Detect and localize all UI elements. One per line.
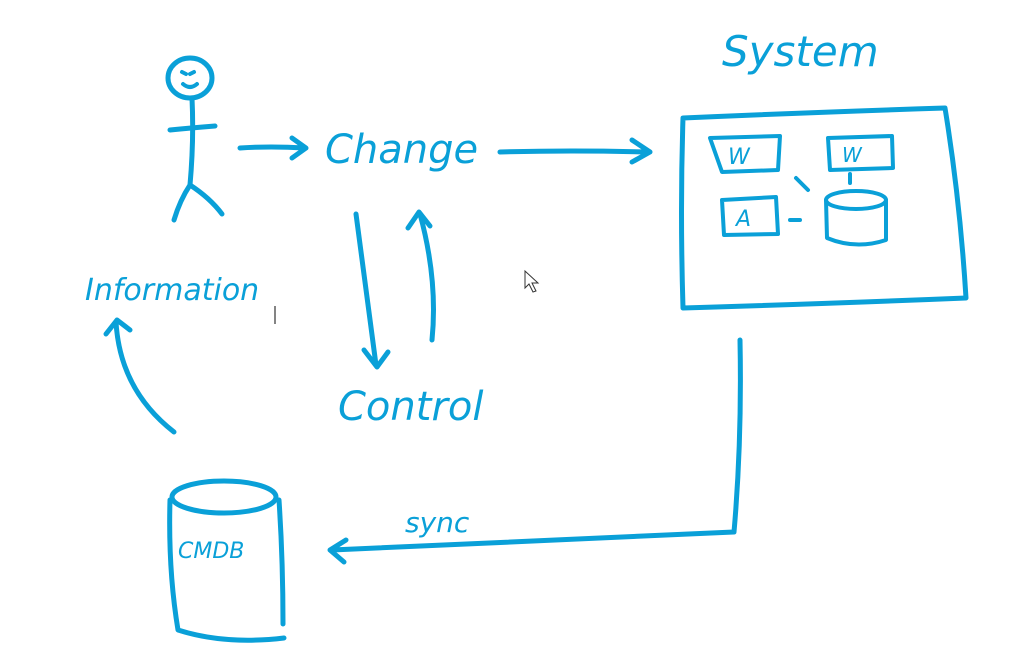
- database-icon: [824, 189, 888, 247]
- arrow-user-to-change: [237, 135, 309, 161]
- cmdb-database: CMDB: [167, 478, 287, 643]
- system-box: W W A: [679, 105, 969, 311]
- w-box-2: [826, 134, 895, 172]
- a-box-label: A: [734, 207, 751, 232]
- arrow-change-to-control: [353, 211, 391, 370]
- arrow-change-to-system: [497, 137, 653, 165]
- arrow-system-to-cmdb: [327, 337, 743, 565]
- information-label: Information: [85, 273, 259, 308]
- w-box-2-label: W: [842, 143, 863, 167]
- w-box-1-label: W: [728, 145, 751, 170]
- mouse-cursor-icon: [524, 269, 540, 293]
- sync-label: sync: [405, 506, 470, 539]
- change-label: Change: [325, 127, 478, 173]
- arrow-control-to-change: [405, 209, 436, 343]
- w-box-1: [708, 134, 782, 174]
- system-title: System: [722, 27, 879, 76]
- arrow-cmdb-to-information: [103, 317, 177, 435]
- cmdb-label: CMDB: [178, 539, 244, 564]
- control-label: Control: [338, 384, 483, 430]
- a-box: [720, 195, 780, 237]
- user-stick-figure: [165, 55, 225, 223]
